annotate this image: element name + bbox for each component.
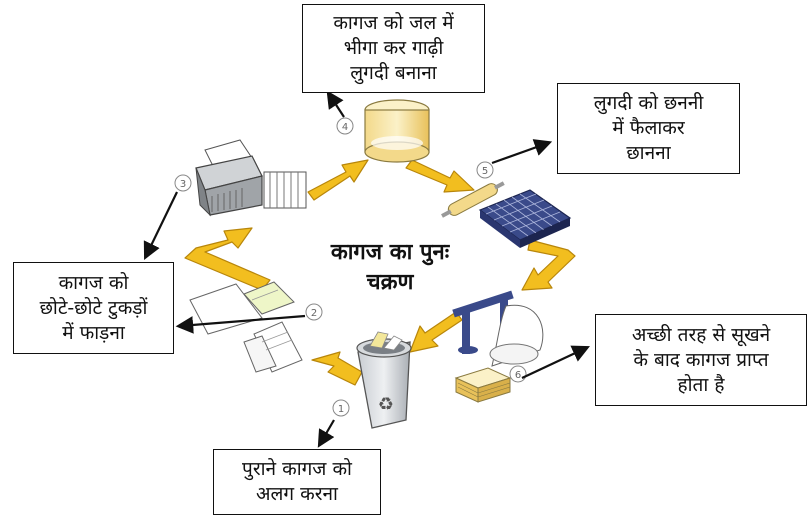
- step-5-box: लुगदी को छननी में फैलाकर छानना: [557, 83, 740, 174]
- step-6-line-3: होता है: [677, 373, 725, 396]
- step-number-text: 1: [338, 404, 344, 415]
- step-number-text: 3: [180, 179, 186, 190]
- step-2-line-2: छोटे-छोटे टुकड़ों: [39, 296, 148, 319]
- step-number-2: 2: [305, 303, 323, 321]
- callout-arrow-step-3: [143, 191, 178, 260]
- arrow-bin-to-torn-paper: [311, 351, 363, 386]
- step-number-text: 4: [342, 122, 348, 133]
- step-6-line-1: अच्छी तरह से सूखने: [631, 323, 771, 346]
- callout-arrow-step-5: [491, 139, 553, 165]
- svg-text:♻: ♻: [378, 394, 394, 415]
- arrow-press-to-bin: [409, 311, 463, 353]
- step-4-line-1: कागज को जल में: [333, 12, 454, 34]
- step-5-line-2: में फैलाकर: [612, 117, 685, 139]
- step-2-box: कागज को छोटे-छोटे टुकड़ों में फाड़ना: [13, 262, 174, 354]
- step-1-line-1: पुराने कागज को: [242, 458, 352, 480]
- paper-stack-icon: [454, 367, 512, 403]
- step-number-3: 3: [174, 174, 192, 192]
- step-1-box: पुराने कागज को अलग करना: [213, 449, 381, 515]
- step-2-line-3: में फाड़ना: [62, 321, 125, 344]
- step-6-line-2: के बाद कागज प्राप्त: [633, 348, 769, 371]
- callout-arrow-step-2: [175, 314, 306, 334]
- step-number-text: 5: [482, 166, 488, 177]
- step-number-1: 1: [332, 399, 350, 417]
- callout-arrow-step-4: [326, 90, 345, 118]
- arrow-mesh-to-press: [521, 239, 576, 291]
- step-number-text: 2: [311, 308, 317, 319]
- step-1-line-2: अलग करना: [256, 483, 338, 505]
- step-5-line-3: छानना: [626, 142, 671, 164]
- step-2-line-1: कागज को: [58, 271, 129, 294]
- step-4-line-2: भीगा कर गाढ़ी: [343, 37, 444, 59]
- diagram-title: कागज का पुनः चक्रण: [300, 238, 480, 298]
- pulp-tub-icon: [364, 99, 430, 163]
- step-number-5: 5: [476, 161, 494, 179]
- screen-mesh-icon: [441, 181, 572, 248]
- arrow-shredder-to-tub: [307, 159, 369, 201]
- recycle-bin-icon: ♻: [356, 331, 412, 429]
- diagram-title-line-2: चक्रण: [366, 270, 414, 295]
- step-number-4: 4: [336, 117, 354, 135]
- torn-paper-icon: [189, 281, 303, 373]
- step-4-box: कागज को जल में भीगा कर गाढ़ी लुगदी बनाना: [302, 4, 485, 93]
- paper-shredder-icon: [195, 139, 307, 217]
- step-numbers: 1 2 3 4 5 6: [174, 117, 527, 417]
- callout-arrows: [143, 90, 590, 448]
- diagram-title-line-1: कागज का पुनः: [330, 240, 450, 265]
- arrow-tub-to-roller: [405, 159, 475, 193]
- step-5-line-1: लुगदी को छननी: [593, 92, 704, 114]
- arrow-torn-paper-to-shredder: [184, 227, 271, 291]
- paper-press-icon: [452, 290, 544, 367]
- callout-arrow-step-1: [317, 419, 335, 448]
- step-number-text: 6: [515, 370, 521, 381]
- callout-arrow-step-6: [521, 345, 590, 379]
- step-number-6: 6: [509, 365, 527, 383]
- step-6-box: अच्छी तरह से सूखने के बाद कागज प्राप्त ह…: [595, 314, 807, 406]
- cycle-arrows: [184, 159, 576, 386]
- step-4-line-3: लुगदी बनाना: [350, 62, 437, 84]
